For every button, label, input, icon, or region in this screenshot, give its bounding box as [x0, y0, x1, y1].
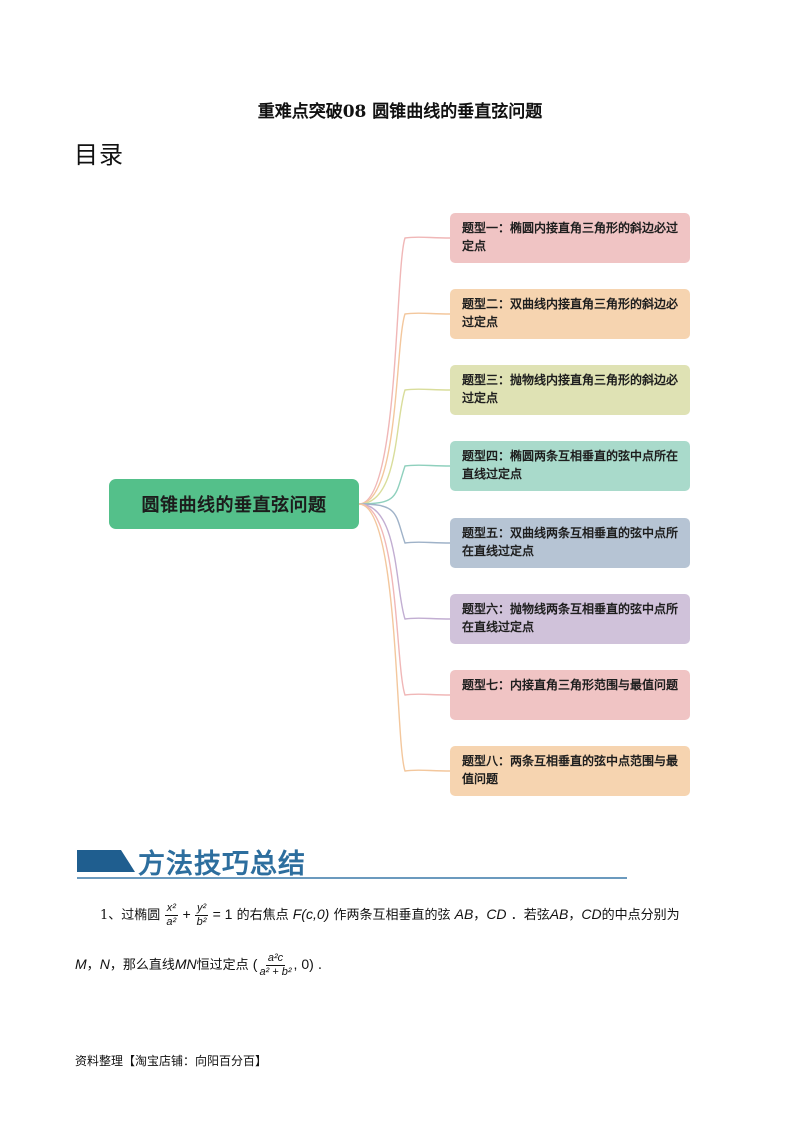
paragraph-prefix: 1、过椭圆 [100, 908, 161, 923]
connector-8 [358, 503, 451, 772]
sentence-end: . [317, 958, 323, 973]
section-banner-title: 方法技巧总结 [138, 849, 306, 880]
equals-one: = 1 [212, 906, 233, 922]
connector-4 [358, 464, 451, 505]
toc-heading: 目录 [74, 141, 124, 169]
section-banner [77, 850, 627, 879]
connector-5 [358, 503, 451, 544]
point-open: ( [252, 956, 258, 972]
mind-map-branch-8: 题型八：两条互相垂直的弦中点范围与最值问题 [450, 746, 690, 796]
document-title: 重难点突破08 圆锥曲线的垂直弦问题 [257, 102, 543, 122]
mind-map-branch-3: 题型三：抛物线内接直角三角形的斜边必过定点 [450, 365, 690, 415]
mind-map-branch-1: 题型一：椭圆内接直角三角形的斜边必过定点 [450, 213, 690, 263]
banner-shape [77, 850, 135, 872]
focus-text: 的右焦点 [236, 908, 289, 923]
midpoint-m: M [75, 956, 87, 972]
mind-map-connectors [358, 236, 451, 772]
text-2: 作两条互相垂直的弦 [333, 908, 451, 923]
mind-map-branch-7: 题型七：内接直角三角形范围与最值问题 [450, 670, 690, 720]
text-5: ，那么直线 [109, 958, 175, 973]
mind-map-root: 圆锥曲线的垂直弦问题 [109, 479, 359, 529]
frac-den: b² [196, 916, 207, 928]
point-close: , 0) [293, 956, 314, 972]
connector-7 [358, 503, 451, 696]
text-3: ．若弦 [510, 908, 550, 923]
frac-num: y² [194, 902, 209, 916]
frac-den: a² + b² [259, 966, 292, 978]
comma: ， [86, 958, 100, 973]
frac-num: x² [164, 902, 178, 916]
focus-point: F(c,0) [292, 906, 330, 922]
text-6: 恒过定点 [196, 958, 249, 973]
mind-map-branch-4: 题型四：椭圆两条互相垂直的弦中点所在直线过定点 [450, 441, 690, 491]
chord-cd: CD [486, 906, 507, 922]
frac-den: a² [166, 916, 177, 928]
connector-1 [358, 236, 451, 505]
chord-ab-2: AB [549, 906, 569, 922]
chord-ab: AB [454, 906, 474, 922]
footer-credit: 资料整理【淘宝店铺：向阳百分百】 [75, 1054, 268, 1068]
connector-2 [358, 312, 451, 505]
comma: ， [568, 908, 582, 923]
comma: ， [473, 908, 487, 923]
mind-map-branch-2: 题型二：双曲线内接直角三角形的斜边必过定点 [450, 289, 690, 339]
text-4: 的中点分别为 [601, 908, 680, 923]
chord-cd-2: CD [581, 906, 602, 922]
connector-6 [358, 503, 451, 620]
line-mn: MN [174, 956, 197, 972]
mind-map-branch-6: 题型六：抛物线两条互相垂直的弦中点所在直线过定点 [450, 594, 690, 644]
plus-sign: + [182, 906, 191, 922]
frac-num: a²c [265, 952, 286, 966]
midpoint-n: N [99, 956, 110, 972]
connector-3 [358, 388, 451, 505]
mind-map-branch-5: 题型五：双曲线两条互相垂直的弦中点所在直线过定点 [450, 518, 690, 568]
mind-map: 圆锥曲线的垂直弦问题 题型一：椭圆内接直角三角形的斜边必过定点题型二：双曲线内接… [109, 213, 690, 796]
